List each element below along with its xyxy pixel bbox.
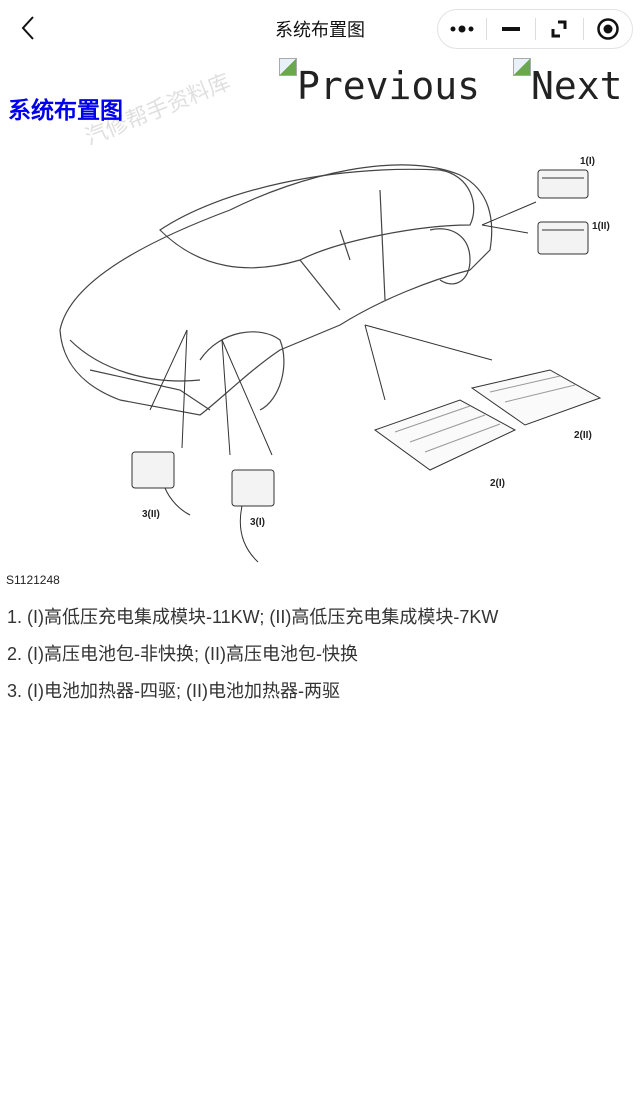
close-button[interactable] (584, 10, 632, 48)
label-3ii: 3(II) (142, 509, 160, 520)
top-bar: 系统布置图 (0, 0, 640, 56)
broken-image-icon (513, 58, 531, 76)
minimize-icon (501, 27, 520, 31)
label-1i: 1(I) (580, 156, 595, 167)
more-dots-icon (450, 25, 474, 33)
next-label: Next (531, 64, 623, 108)
mini-program-capsule (437, 9, 633, 49)
legend-item: 3. (I)电池加热器-四驱; (II)电池加热器-两驱 (7, 681, 340, 701)
label-3i: 3(I) (250, 517, 265, 528)
record-icon (597, 18, 619, 40)
label-2ii: 2(II) (574, 430, 592, 441)
divider (583, 18, 585, 40)
fullscreen-icon (551, 20, 567, 38)
car-illustration (59, 164, 493, 416)
chevron-left-icon (21, 16, 34, 40)
charging-module-7kw (537, 221, 589, 255)
section-heading: 系统布置图 (8, 97, 123, 123)
battery-heater-4wd (231, 469, 275, 563)
page-title: 系统布置图 (275, 20, 365, 40)
system-layout-diagram: 1(I) 1(II) 2(I) 2(II) 3(I) 3(II) (59, 156, 610, 563)
label-1ii: 1(II) (592, 221, 610, 232)
battery-pack-fixed (373, 399, 517, 471)
charging-module-11kw (537, 169, 589, 199)
battery-pack-swap (470, 369, 602, 426)
divider (485, 18, 487, 40)
back-button[interactable] (14, 12, 44, 44)
broken-image-icon (279, 58, 297, 76)
battery-heater-2wd (131, 451, 191, 516)
leader-lines (149, 201, 537, 456)
previous-link[interactable]: Previous (279, 56, 480, 108)
legend-list: 1. (I)高低压充电集成模块-11KW; (II)高低压充电集成模块-7KW … (7, 604, 498, 715)
figure-id: S1121248 (6, 573, 60, 587)
divider (534, 18, 536, 40)
label-2i: 2(I) (490, 478, 505, 489)
fullscreen-button[interactable] (536, 10, 584, 48)
legend-item: 2. (I)高压电池包-非快换; (II)高压电池包-快换 (7, 644, 358, 664)
next-link[interactable]: Next (513, 56, 623, 108)
legend-item: 1. (I)高低压充电集成模块-11KW; (II)高低压充电集成模块-7KW (7, 607, 499, 627)
more-button[interactable] (438, 10, 486, 48)
previous-label: Previous (297, 64, 481, 108)
minimize-button[interactable] (487, 10, 535, 48)
